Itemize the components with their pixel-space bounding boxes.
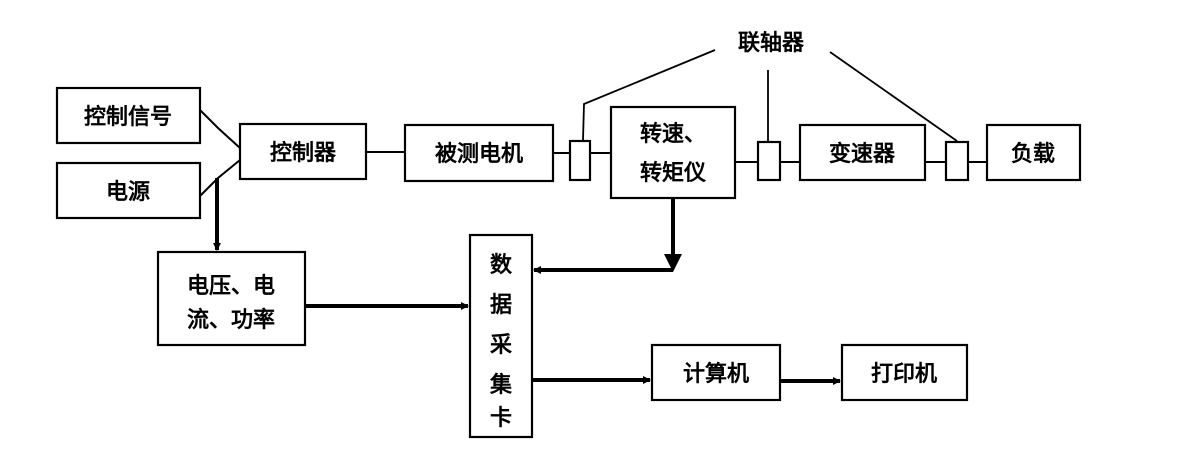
- label-vip-line2: 流、功率: [187, 307, 275, 333]
- label-motor-under-test: 被测电机: [435, 142, 523, 167]
- node-power-supply: [55, 161, 202, 220]
- coupling-callout-label: 联轴器: [738, 30, 805, 56]
- label-gearbox: 变速器: [829, 141, 896, 167]
- node-motor-under-test: [403, 123, 555, 183]
- label-control-signal: 控制信号: [84, 104, 172, 130]
- arrowhead-meter-down: [664, 254, 682, 272]
- label-printer: 打印机: [871, 362, 937, 387]
- label-controller: 控制器: [270, 140, 337, 166]
- label-power-supply: 电源: [106, 180, 150, 205]
- label-daq-char-5: 卡: [490, 406, 512, 431]
- node-daq-card: [468, 233, 534, 439]
- coupling-1: [568, 139, 592, 182]
- leader-line-coupling-3: [829, 51, 958, 142]
- coupling-3: [944, 140, 970, 182]
- label-daq-char-3: 采: [490, 333, 512, 358]
- node-voltage-current-power: [156, 250, 307, 347]
- connectors: [199, 109, 987, 197]
- label-load: 负载: [1011, 141, 1055, 167]
- node-control-signal: [55, 86, 202, 145]
- label-speed-torque-meter-line1: 转速、: [640, 121, 706, 147]
- label-daq-char-2: 据: [490, 293, 512, 318]
- node-controller: [238, 122, 368, 181]
- edge-control-signal-controller: [199, 109, 241, 149]
- node-computer: [650, 343, 782, 402]
- edge-power-controller: [199, 159, 241, 197]
- signal-arrows: [213, 178, 841, 385]
- node-load: [985, 123, 1082, 182]
- node-gearbox: [798, 123, 927, 182]
- node-speed-torque-meter: [609, 105, 737, 200]
- coupling-leader-lines: [582, 49, 958, 142]
- leader-line-coupling-1: [582, 49, 716, 141]
- label-daq-char-4: 集: [489, 372, 513, 398]
- coupling-2: [756, 140, 782, 182]
- label-computer: 计算机: [683, 361, 749, 387]
- node-printer: [840, 343, 969, 402]
- label-speed-torque-meter-line2: 转矩仪: [640, 160, 707, 186]
- label-daq-char-1: 数: [490, 252, 513, 278]
- label-vip-line1: 电压、电: [187, 274, 275, 299]
